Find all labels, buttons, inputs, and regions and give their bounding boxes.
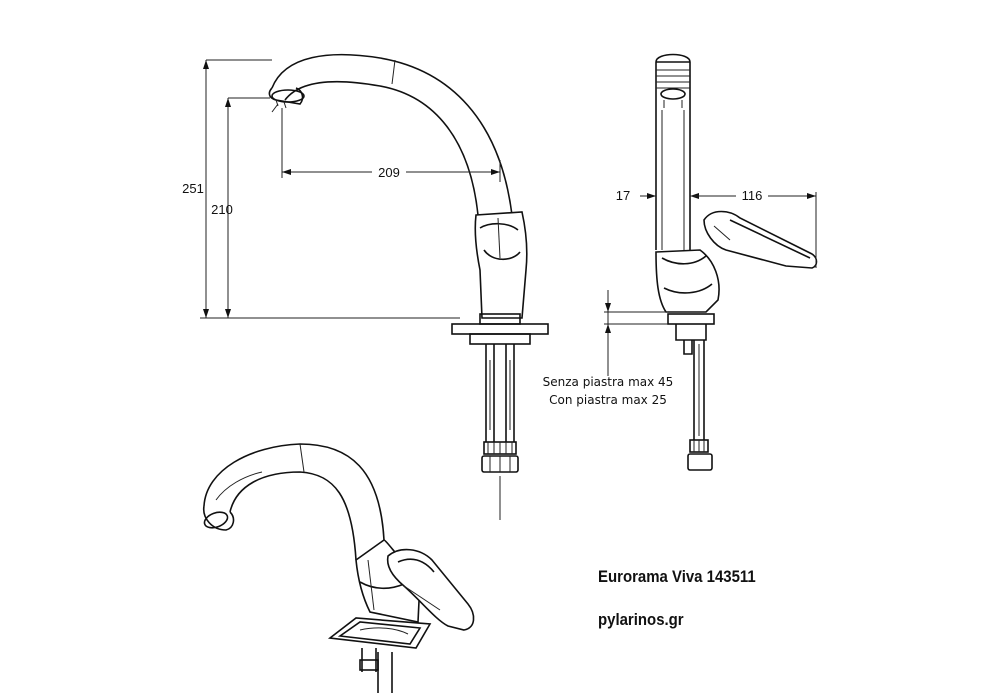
side-view: 17 116 Senza piastra max 45 Con piastra … xyxy=(543,53,818,471)
dimension-spout-height: 210 xyxy=(211,202,233,217)
product-name: Eurorama Viva 143511 xyxy=(598,567,756,586)
dimension-spout-width: 17 xyxy=(616,188,630,203)
note-with-plate: Con piastra max 25 xyxy=(549,393,667,407)
dimension-handle-reach: 116 xyxy=(742,188,763,203)
dimension-total-height: 251 xyxy=(182,181,204,196)
website-label: pylarinos.gr xyxy=(598,610,684,629)
dimension-spout-reach: 209 xyxy=(378,165,400,180)
perspective-view xyxy=(202,443,475,693)
note-without-plate: Senza piastra max 45 xyxy=(543,375,674,389)
front-view: 251 210 209 xyxy=(182,53,549,520)
